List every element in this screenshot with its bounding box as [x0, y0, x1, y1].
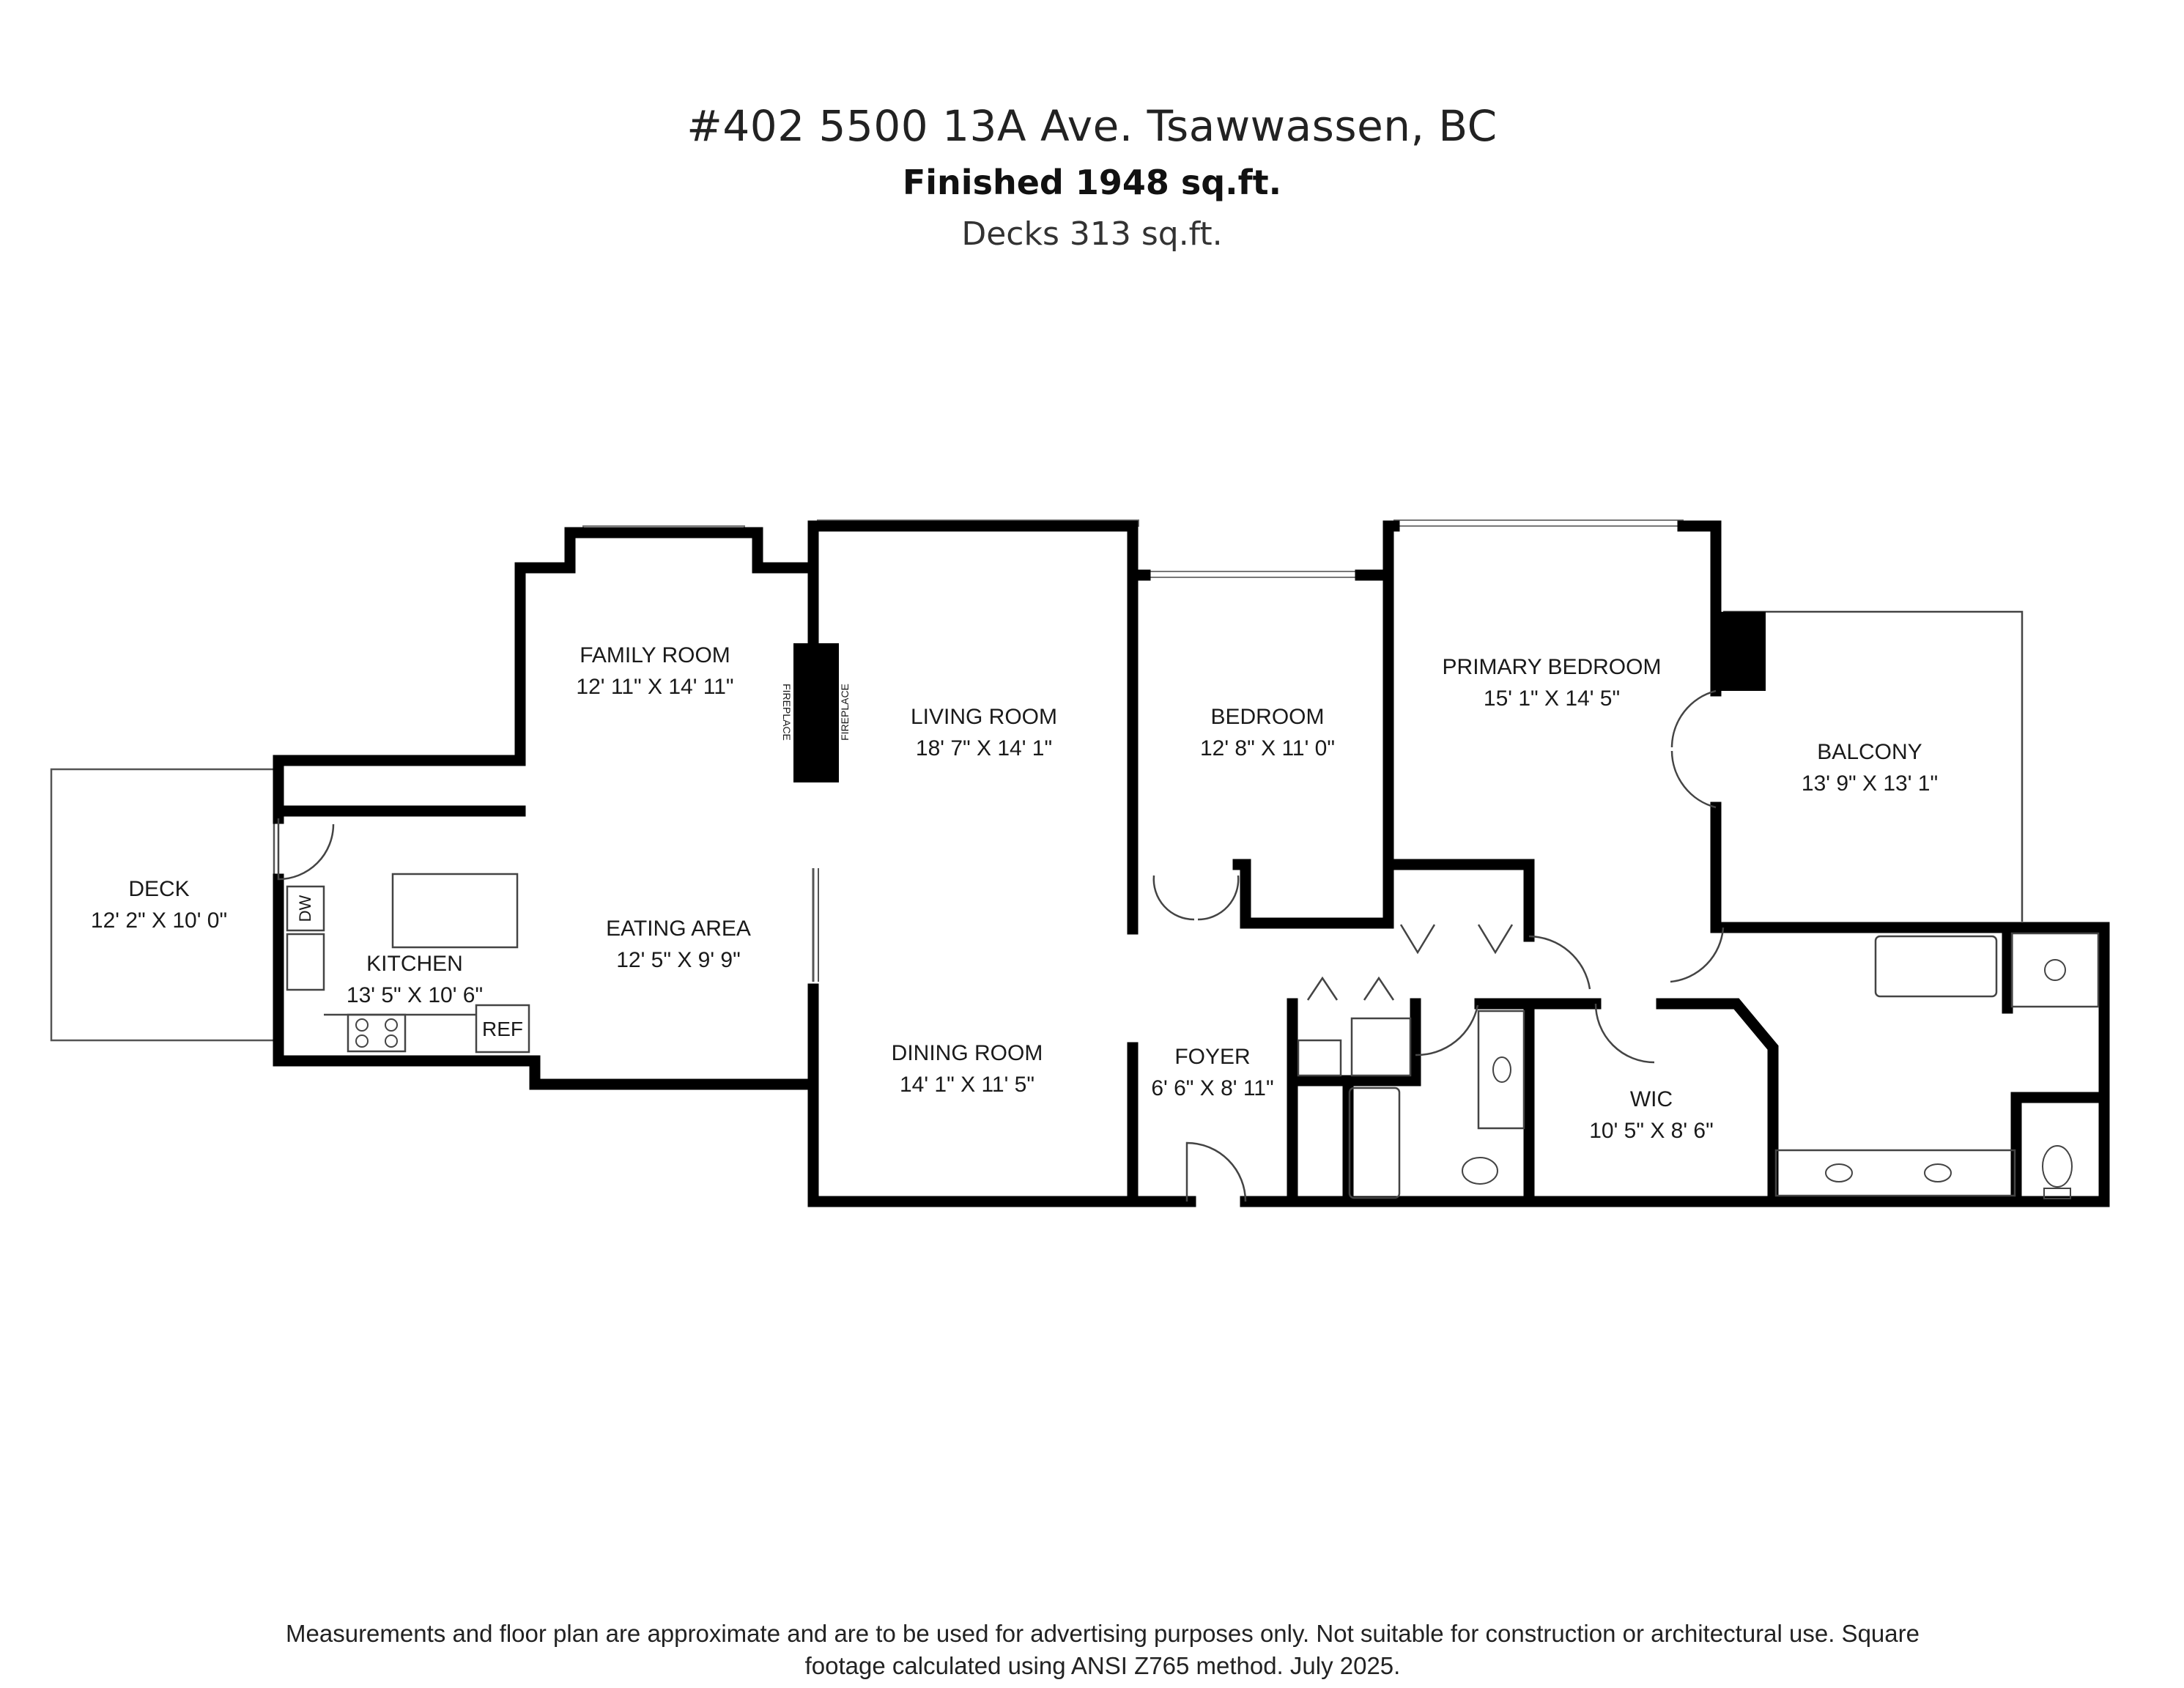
room-name-wic: WIC — [1630, 1087, 1673, 1111]
wall — [1382, 859, 1535, 942]
toilet — [2042, 1145, 2073, 1188]
wall — [273, 873, 819, 1090]
fireplace — [793, 643, 839, 782]
room-name-balcony: BALCONY — [1817, 740, 1922, 764]
sink — [1924, 1163, 1952, 1182]
structural-column — [1716, 612, 1766, 691]
wall — [1240, 922, 2110, 1207]
room-name-family-room: FAMILY ROOM — [580, 643, 730, 667]
wall — [1677, 520, 1722, 697]
stove-burner — [355, 1034, 369, 1048]
shower-drain — [2044, 959, 2066, 981]
room-dims-bedroom: 12' 8" X 11' 0" — [1200, 736, 1335, 760]
room-dims-wic: 10' 5" X 8' 6" — [1589, 1119, 1714, 1143]
refrigerator-label: REF — [482, 1018, 523, 1040]
bathtub — [1874, 935, 1998, 998]
stove-burner — [385, 1034, 398, 1048]
wall — [807, 983, 1196, 1207]
room-dims-deck: 12' 2" X 10' 0" — [91, 908, 227, 933]
sink — [1492, 1056, 1511, 1083]
door-swing — [1197, 875, 1240, 921]
room-dims-primary-bedroom: 15' 1" X 14' 5" — [1484, 686, 1620, 711]
room-name-primary-bedroom: PRIMARY BEDROOM — [1443, 655, 1662, 679]
room-dims-balcony: 13' 9" X 13' 1" — [1802, 771, 1938, 796]
door-swing — [1670, 750, 1717, 809]
room-name-deck: DECK — [128, 877, 189, 901]
wall — [1710, 802, 1729, 933]
wall — [514, 527, 819, 766]
room-dims-eating-area: 12' 5" X 9' 9" — [616, 948, 741, 972]
plan-address: #402 5500 13A Ave. Tsawwassen, BC — [686, 101, 1498, 151]
bathtub — [1348, 1087, 1401, 1199]
window — [1393, 519, 1684, 527]
balcony-outline — [1723, 610, 2024, 922]
bifold-door — [1306, 976, 1395, 1001]
stove — [347, 1013, 407, 1053]
shower — [2010, 932, 2100, 1008]
room-name-dining-room: DINING ROOM — [892, 1041, 1043, 1065]
wall — [1656, 998, 1779, 1207]
room-name-living-room: LIVING ROOM — [911, 705, 1057, 729]
room-dims-living-room: 18' 7" X 14' 1" — [916, 736, 1052, 760]
room-dims-foyer: 6' 6" X 8' 11" — [1151, 1076, 1273, 1100]
room-dims-family-room: 12' 11" X 14' 11" — [576, 675, 733, 699]
dishwasher — [286, 885, 325, 932]
stove-burner — [385, 1018, 398, 1032]
room-name-kitchen: KITCHEN — [366, 952, 463, 976]
room-name-foyer: FOYER — [1174, 1045, 1250, 1069]
kitchen-island — [391, 873, 519, 949]
fireplace-label-right: FIREPLACE — [839, 684, 851, 741]
dishwasher-label: DW — [296, 895, 314, 922]
deck-area: Decks 313 sq.ft. — [961, 215, 1223, 253]
door-swing — [1670, 689, 1717, 748]
door-swing — [277, 818, 335, 881]
door-swing — [1594, 1003, 1655, 1064]
door-swing — [1152, 875, 1195, 921]
wall — [807, 520, 1139, 935]
room-dims-dining-room: 14' 1" X 11' 5" — [900, 1073, 1034, 1097]
window — [1144, 571, 1361, 578]
door-swing — [1415, 1004, 1479, 1056]
wall — [273, 755, 526, 824]
wall — [1287, 998, 1421, 1087]
bifold-door — [1399, 924, 1514, 955]
vanity — [1477, 1010, 1525, 1130]
vanity — [1774, 1149, 2016, 1197]
kitchen-sink — [286, 933, 325, 991]
finished-area: Finished 1948 sq.ft. — [902, 163, 1282, 202]
deck-outline — [50, 768, 275, 1042]
stove-burner — [355, 1018, 369, 1032]
disclaimer: Measurements and floor plan are approxim… — [286, 1620, 1920, 1679]
fireplace-label-left: FIREPLACE — [781, 684, 793, 741]
toilet — [1462, 1157, 1498, 1185]
toilet-tank — [2043, 1188, 2071, 1199]
wall — [1474, 998, 1535, 1207]
wall — [1232, 520, 1394, 929]
laundry-unit — [1297, 1039, 1342, 1077]
door-swing — [1185, 1141, 1247, 1202]
refrigerator — [475, 1004, 530, 1054]
room-name-bedroom: BEDROOM — [1210, 705, 1324, 729]
room-name-eating-area: EATING AREA — [606, 917, 751, 941]
laundry-unit — [1350, 1017, 1412, 1077]
door-swing — [1670, 927, 1725, 983]
room-dims-kitchen: 13' 5" X 10' 6" — [347, 983, 483, 1007]
door-swing — [1528, 935, 1591, 990]
sink — [1825, 1163, 1853, 1182]
